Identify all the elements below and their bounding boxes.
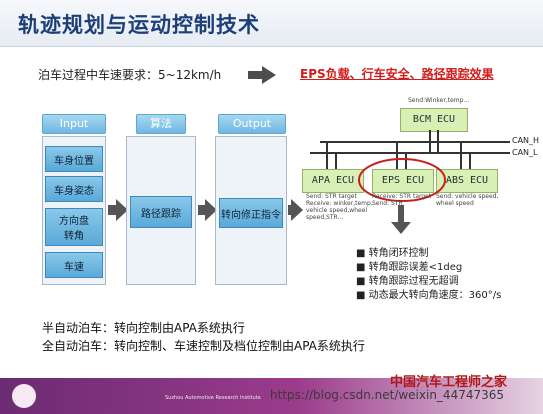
requirement-result: EPS负载、行车安全、路径跟踪效果 <box>300 67 494 81</box>
output-steering-command: 转向修正指令 <box>219 198 283 228</box>
input-vehicle-attitude: 车身姿态 <box>45 176 103 202</box>
flow-arrow-3-head <box>291 199 303 221</box>
eps-highlight-ring <box>358 158 446 202</box>
bullet-item: ■ 转角闭环控制 <box>356 248 429 259</box>
flow-arrow-2-head <box>205 199 217 221</box>
full-auto-note: 全自动泊车：转向控制、车速控制及档位控制由APA系统执行 <box>42 339 365 353</box>
eps-note: Receive: STR target Send: STR <box>372 193 432 207</box>
input-vehicle-speed: 车速 <box>45 252 103 278</box>
input-header: Input <box>42 114 106 134</box>
eps-bus-link-2 <box>405 152 407 169</box>
flow-arrow-1 <box>108 205 118 215</box>
apa-bus-link-2 <box>335 152 337 169</box>
input-steering-angle: 方向盘 转角 <box>45 208 103 246</box>
eps-down-arrow-head <box>391 222 411 234</box>
can-h-line <box>320 141 510 143</box>
institution-name: Suzhou Automotive Research Institute <box>165 395 261 401</box>
apa-ecu: APA ECU <box>302 169 364 193</box>
bcm-ecu: BCM ECU <box>400 108 468 132</box>
footer-banner <box>0 378 543 414</box>
algorithm-path-tracking: 路径跟踪 <box>130 196 192 228</box>
output-header: Output <box>218 114 286 134</box>
apa-bus-link <box>326 141 328 169</box>
input-vehicle-position: 车身位置 <box>45 146 103 172</box>
abs-bus-link-2 <box>469 152 471 169</box>
eps-ecu: EPS ECU <box>372 169 434 193</box>
url-watermark: https://blog.csdn.net/weixin_44747365 <box>270 388 505 402</box>
brand-watermark: 中国汽车工程师之家 <box>390 375 508 390</box>
institution-logo <box>12 384 36 408</box>
algorithm-header: 算法 <box>136 114 186 134</box>
bullet-item: ■ 转角跟踪误差<1deg <box>356 262 463 273</box>
abs-ecu: ABS ECU <box>436 169 498 193</box>
requirement-arrow-head <box>262 66 276 84</box>
can-l-line <box>310 152 510 154</box>
bullet-item: ■ 转角跟踪过程无超调 <box>356 276 459 287</box>
flow-arrow-1-head <box>116 199 128 221</box>
eps-down-arrow <box>398 205 404 223</box>
speed-requirement: 泊车过程中车速要求：5~12km/h <box>38 68 222 82</box>
flow-arrow-2 <box>198 205 206 215</box>
abs-bus-link <box>460 141 462 169</box>
bullet-item: ■ 动态最大转向角速度：360°/s <box>356 290 502 301</box>
flow-arrow-3 <box>288 205 292 215</box>
eps-bus-link <box>396 141 398 169</box>
page-title: 轨迹规划与运动控制技术 <box>18 13 260 37</box>
apa-note: Send: STR target Receive: winker,temp, v… <box>306 193 373 221</box>
semi-auto-note: 半自动泊车：转向控制由APA系统执行 <box>42 321 245 335</box>
can-l-label: CAN_L <box>512 148 538 157</box>
requirement-arrow <box>248 71 264 79</box>
title-bar <box>0 0 543 47</box>
can-h-label: CAN_H <box>512 136 540 145</box>
abs-note: Send: vehicle speed, wheel speed <box>436 193 499 207</box>
bcm-note: Send:Winker,temp... <box>408 97 470 104</box>
